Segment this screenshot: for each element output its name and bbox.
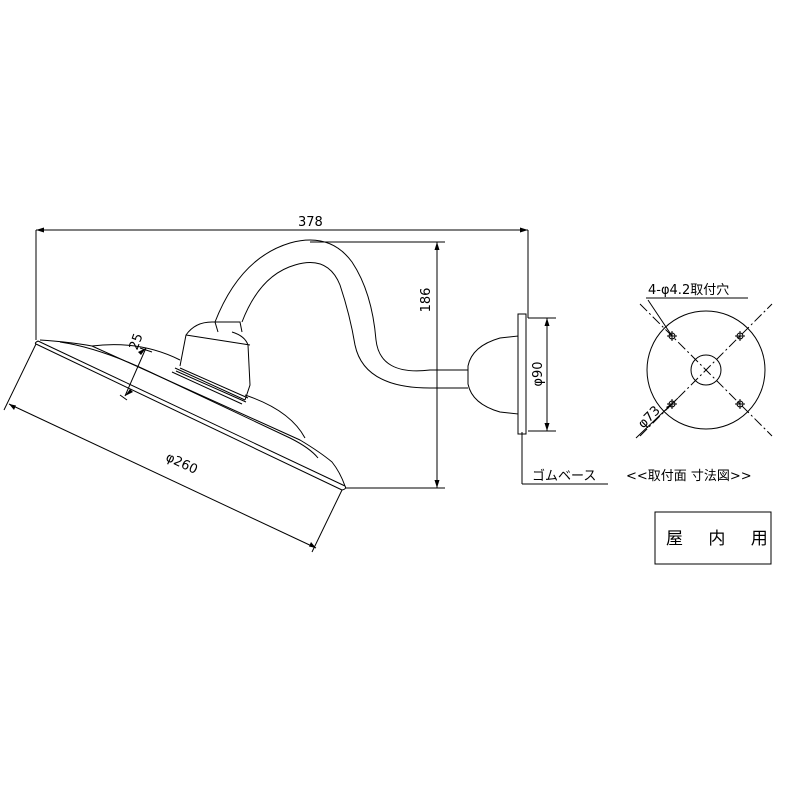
lamp-socket xyxy=(171,321,251,405)
lamp-shade xyxy=(34,339,347,491)
height-dimension xyxy=(310,241,445,489)
pcd-label: φ73 xyxy=(635,403,663,431)
width-dimension xyxy=(35,227,529,340)
gooseneck-arm xyxy=(214,239,468,389)
wall-base xyxy=(467,313,608,485)
total-width-label: 378 xyxy=(298,215,323,230)
shade-depth-dimension xyxy=(119,347,153,401)
mount-face-title: <<取付面 寸法図>> xyxy=(626,469,752,484)
shade-diameter-label: φ260 xyxy=(163,450,200,478)
indoor-badge-box xyxy=(654,511,772,565)
height-label: 186 xyxy=(419,288,434,313)
mount-face-diagram xyxy=(635,297,773,439)
indoor-badge-text: 屋 内 用 xyxy=(666,529,778,549)
base-diameter-label: φ90 xyxy=(531,361,546,386)
shade-depth-label: 25 xyxy=(127,331,147,352)
shade-diameter-dimension xyxy=(3,343,343,553)
hole-spec-label: 4-φ4.2取付穴 xyxy=(648,283,729,298)
rubber-base-label: ゴムベース xyxy=(532,468,596,484)
